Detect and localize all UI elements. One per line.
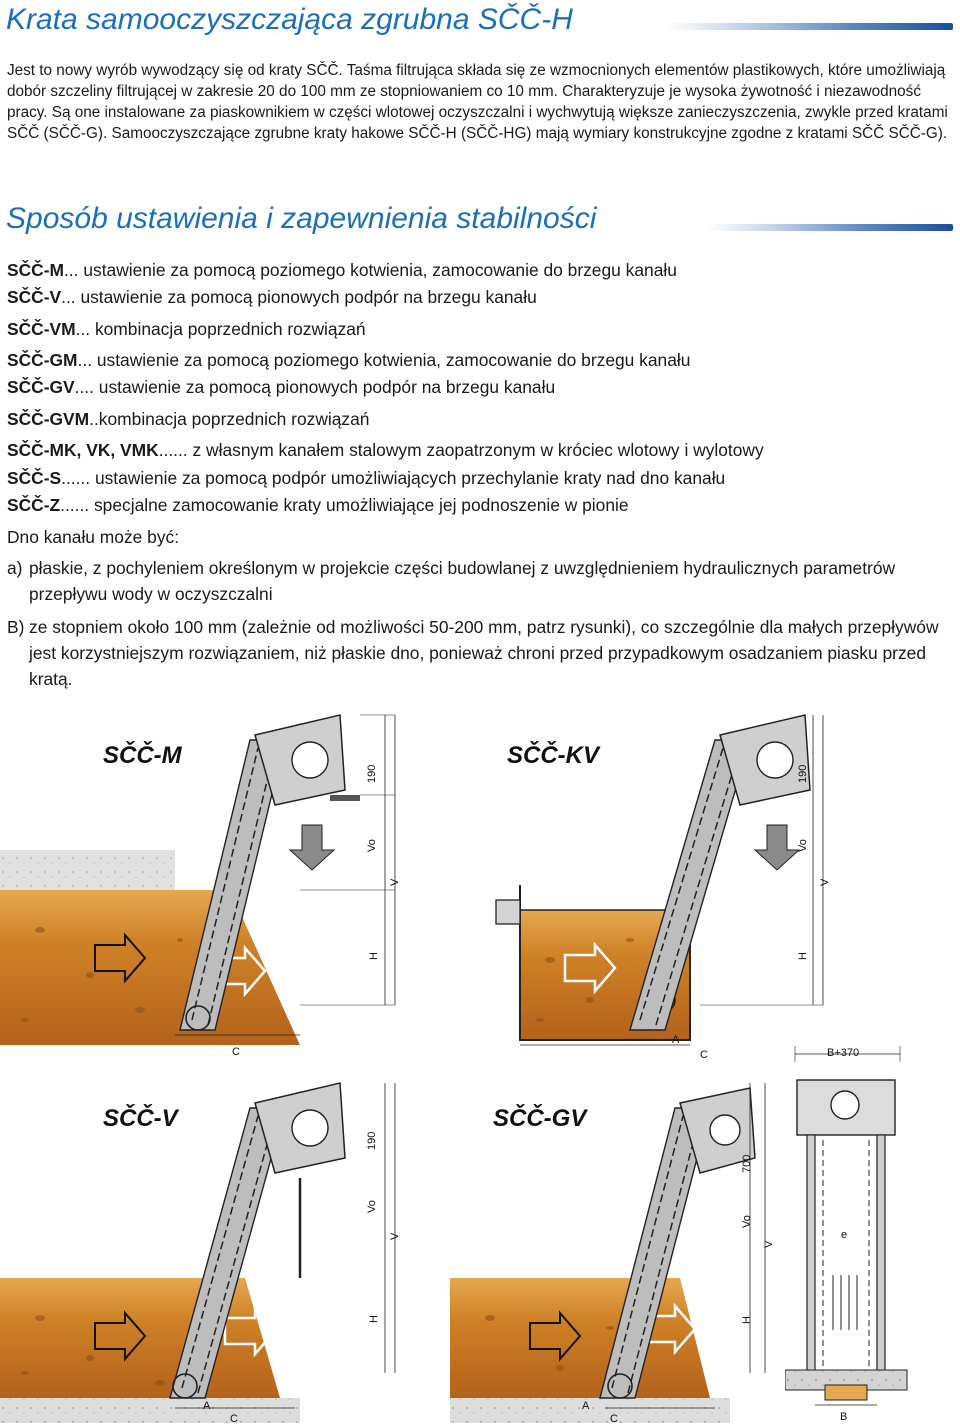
dim-h: H [797,952,809,960]
dim-vo: Vo [741,1215,753,1228]
dim-vo: Vo [366,839,378,852]
dim-a: A [203,1400,211,1412]
definition-item: SČČ-GM... ustawienie za pomocą poziomego… [7,350,691,370]
figure-scc-m: SČČ-M 190 Vo V H C [0,700,430,1060]
intro-paragraph: Jest to nowy wyrób wywodzący się od krat… [7,62,948,142]
figure-front-view: B+370 e B [785,1040,955,1425]
dim-h: H [368,1315,380,1323]
option-a-text: płaskie, z pochyleniem określonym w proj… [29,558,896,604]
dim-h: H [368,952,380,960]
dim-190: 190 [366,765,378,783]
section-title-underline [708,224,953,231]
definition-item: SČČ-GV.... ustawienie za pomocą pionowyc… [7,377,556,397]
figure-label-scc-kv: SČČ-KV [507,741,601,769]
dim-vo: Vo [797,839,809,852]
dim-v: V [819,878,831,886]
dim-vo: Vo [366,1200,378,1213]
dim-c: C [610,1413,618,1423]
dim-a: A [582,1400,590,1412]
dim-v: V [389,878,401,886]
title-underline [665,23,953,30]
dim-a: A [672,1034,680,1046]
figure-label-scc-m: SČČ-M [103,741,183,769]
dim-c: C [232,1046,240,1058]
dim-190: 190 [797,765,809,783]
option-a-mark: a) [7,558,23,578]
definition-item: SČČ-VM... kombinacja poprzednich rozwiąz… [7,319,366,339]
dim-h: H [741,1316,753,1324]
figure-scc-v: SČČ-V 190 Vo V H A C [0,1068,420,1423]
page-title: Krata samooczyszczająca zgrubna SČČ-H [6,3,573,36]
definition-item: SČČ-MK, VK, VMK...... z własnym kanałem … [7,440,764,460]
dim-v: V [389,1232,401,1240]
dim-e: e [841,1229,847,1241]
section-title: Sposób ustawienia i zapewnienia stabilno… [6,202,597,235]
figure-scc-gv: SČČ-GV 700 Vo V H A C [450,1068,780,1423]
option-b-text: ze stopniem około 100 mm (zależnie od mo… [29,617,939,689]
dim-700: 700 [741,1155,753,1173]
dim-c: C [700,1049,708,1060]
dim-190: 190 [366,1132,378,1150]
figure-label-scc-gv: SČČ-GV [493,1104,588,1132]
dim-b: B [840,1411,847,1423]
dim-c: C [230,1413,238,1423]
figure-label-scc-v: SČČ-V [103,1104,180,1132]
figure-scc-kv: SČČ-KV 190 Vo V H A C [480,700,840,1060]
dim-b-plus-370: B+370 [827,1047,859,1059]
channel-bottom-intro: Dno kanału może być: [7,527,180,547]
definition-item: SČČ-Z...... specjalne zamocowanie kraty … [7,495,629,515]
dim-v: V [763,1240,775,1248]
definition-item: SČČ-M... ustawienie za pomocą poziomego … [7,260,677,280]
definition-item: SČČ-GVM..kombinacja poprzednich rozwiąza… [7,409,370,429]
option-b-mark: B) [7,617,25,637]
definition-item: SČČ-S...... ustawienie za pomocą podpór … [7,468,726,488]
definition-item: SČČ-V... ustawienie za pomocą pionowych … [7,287,537,307]
